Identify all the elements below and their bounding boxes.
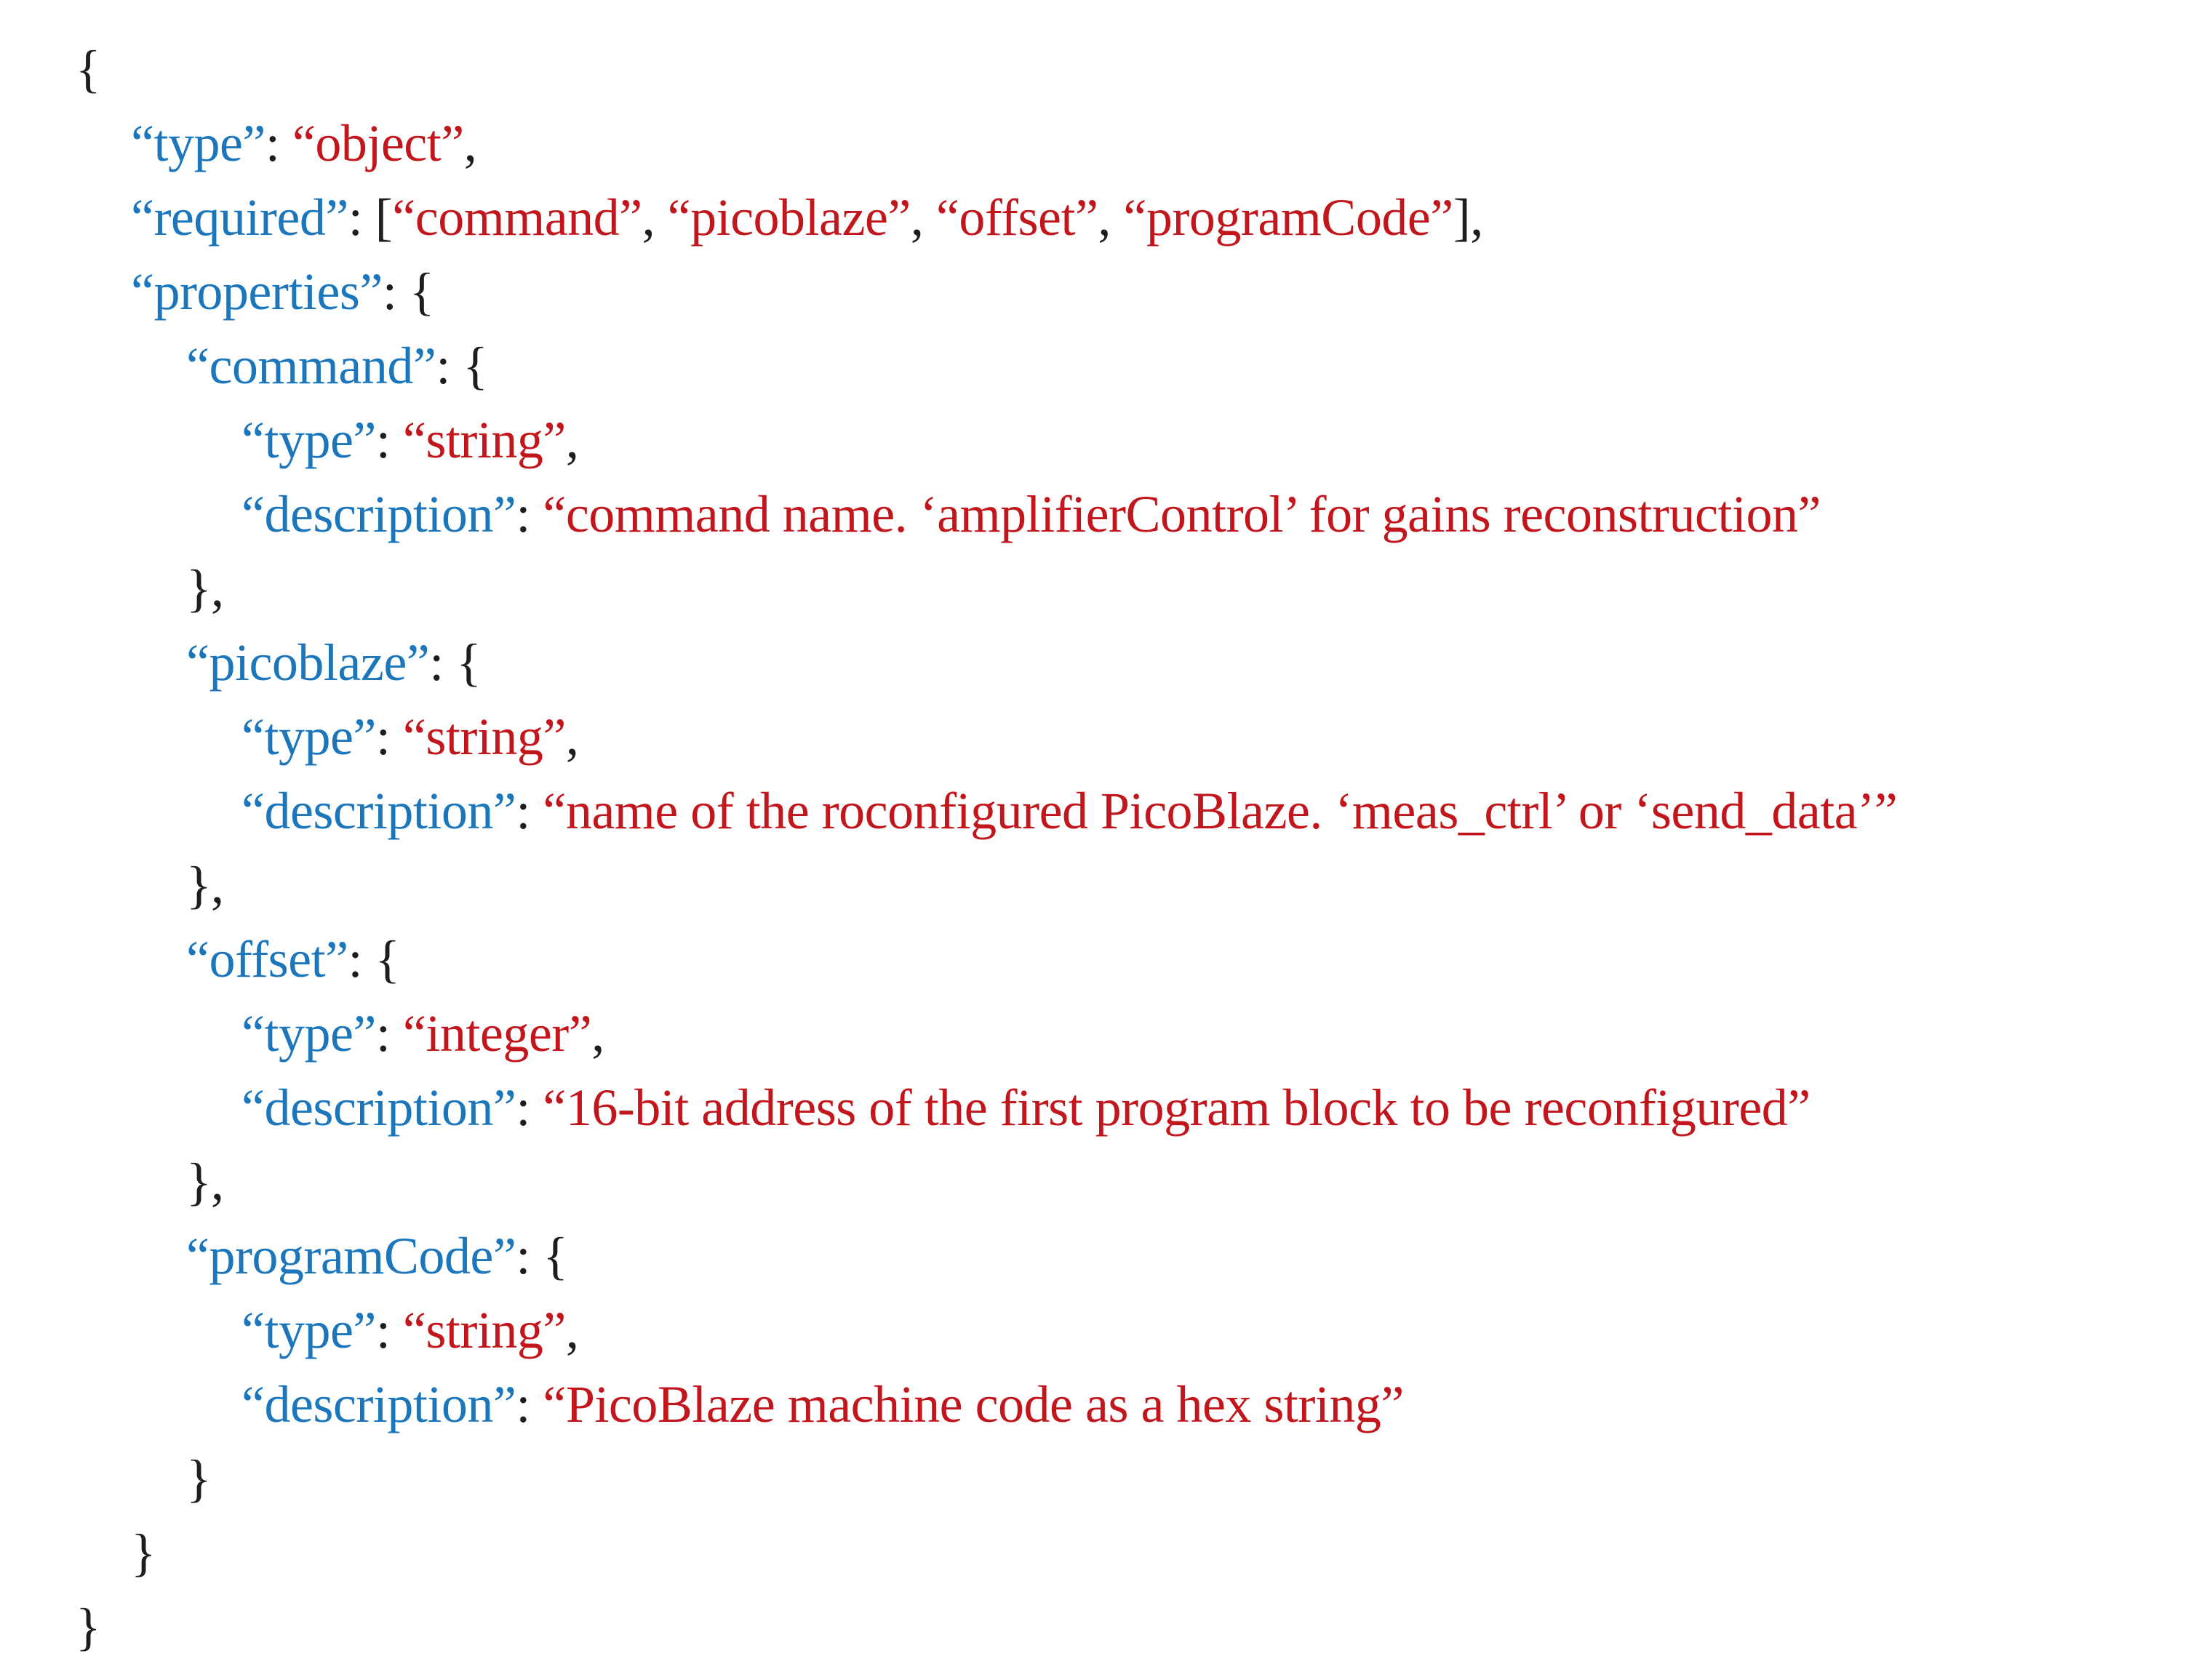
code-line: “required”: [“command”, “picoblaze”, “of…	[76, 180, 2212, 255]
code-line: }	[76, 1441, 2212, 1516]
json-key: “type”	[131, 114, 265, 172]
json-key: “type”	[241, 708, 376, 766]
json-string-value: “picoblaze”	[667, 188, 911, 247]
json-string-value: “command”	[392, 188, 642, 247]
json-key: “type”	[241, 1004, 376, 1063]
json-string-value: “programCode”	[1123, 188, 1453, 247]
code-line: },	[76, 1145, 2212, 1219]
json-key: “type”	[241, 1301, 376, 1359]
code-line: },	[76, 848, 2212, 922]
json-punctuation: : {	[516, 1227, 568, 1285]
json-string-value: “string”	[402, 1301, 566, 1359]
json-punctuation: :	[516, 1375, 543, 1433]
code-line: }	[76, 1516, 2212, 1590]
code-line: “picoblaze”: {	[76, 625, 2212, 700]
json-punctuation: :	[375, 708, 403, 766]
json-punctuation: ,	[591, 1004, 604, 1063]
json-punctuation: :	[516, 782, 543, 840]
json-punctuation: ],	[1453, 188, 1483, 247]
json-key: “description”	[241, 485, 516, 543]
json-key: “command”	[186, 337, 436, 395]
json-punctuation: },	[186, 559, 224, 617]
code-line: {	[76, 32, 2212, 106]
json-punctuation: :	[516, 1079, 543, 1137]
json-key: “description”	[241, 1375, 516, 1433]
code-line: “programCode”: {	[76, 1219, 2212, 1293]
code-line: “description”: “PicoBlaze machine code a…	[76, 1367, 2212, 1441]
json-punctuation: : {	[382, 263, 435, 321]
json-string-value: “object”	[292, 114, 464, 172]
code-line: “type”: “string”,	[76, 1293, 2212, 1367]
json-key: “offset”	[186, 930, 348, 988]
json-punctuation: ,	[463, 114, 477, 172]
json-punctuation: :	[375, 1004, 403, 1063]
json-punctuation: {	[76, 40, 101, 98]
json-string-value: “16-bit address of the first program blo…	[543, 1079, 1810, 1137]
code-line: “type”: “string”,	[76, 700, 2212, 774]
json-punctuation: ,	[1098, 188, 1124, 247]
json-punctuation: :	[375, 1301, 403, 1359]
json-key: “description”	[241, 1079, 516, 1137]
json-string-value: “integer”	[402, 1004, 592, 1063]
code-line: “command”: {	[76, 329, 2212, 403]
code-line: “type”: “string”,	[76, 403, 2212, 477]
json-punctuation: },	[186, 856, 224, 914]
code-line: “properties”: {	[76, 255, 2212, 329]
json-punctuation: ,	[565, 708, 579, 766]
json-punctuation: ,	[642, 188, 668, 247]
code-line: },	[76, 551, 2212, 625]
json-key: “required”	[131, 188, 348, 247]
json-string-value: “offset”	[935, 188, 1098, 247]
json-string-value: “string”	[402, 411, 566, 469]
code-line: “type”: “object”,	[76, 106, 2212, 180]
json-punctuation: },	[186, 1153, 224, 1211]
json-punctuation: : {	[436, 337, 488, 395]
json-key: “programCode”	[186, 1227, 516, 1285]
json-punctuation: ,	[565, 411, 579, 469]
json-punctuation: }	[76, 1598, 101, 1656]
json-punctuation: :	[516, 485, 543, 543]
code-line: }	[76, 1590, 2212, 1664]
code-line: “description”: “16-bit address of the fi…	[76, 1071, 2212, 1145]
json-punctuation: :	[375, 411, 403, 469]
json-key: “type”	[241, 411, 376, 469]
code-line: “type”: “integer”,	[76, 996, 2212, 1071]
json-punctuation: }	[131, 1524, 156, 1582]
json-key: “picoblaze”	[186, 633, 430, 692]
json-punctuation: : [	[348, 188, 393, 247]
code-line: “description”: “command name. ‘amplifier…	[76, 477, 2212, 551]
json-key: “description”	[241, 782, 516, 840]
code-line: “description”: “name of the roconfigured…	[76, 774, 2212, 848]
json-key: “properties”	[131, 263, 383, 321]
json-string-value: “string”	[402, 708, 566, 766]
json-punctuation: }	[186, 1449, 212, 1508]
json-punctuation: ,	[910, 188, 936, 247]
json-punctuation: :	[265, 114, 292, 172]
code-line: “offset”: {	[76, 922, 2212, 996]
json-punctuation: ,	[565, 1301, 579, 1359]
json-string-value: “name of the roconfigured PicoBlaze. ‘me…	[543, 782, 1898, 840]
json-punctuation: : {	[348, 930, 401, 988]
json-string-value: “command name. ‘amplifierControl’ for ga…	[543, 485, 1821, 543]
json-string-value: “PicoBlaze machine code as a hex string”	[543, 1375, 1404, 1433]
json-punctuation: : {	[429, 633, 482, 692]
